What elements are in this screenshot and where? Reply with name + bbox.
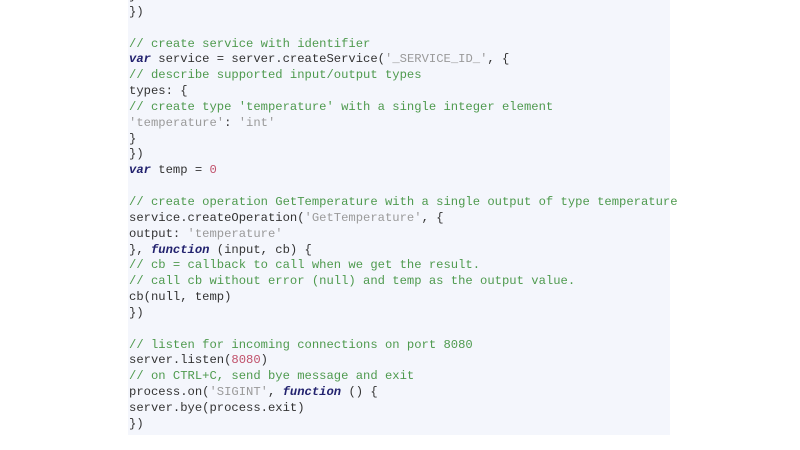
code-line: } <box>128 0 670 5</box>
code-token-plain: service.createOperation( <box>129 210 305 225</box>
code-token-plain: process.on( <box>129 385 210 400</box>
code-token-comment: // create type 'temperature' with a sing… <box>129 99 554 114</box>
code-token-string: '_SERVICE_ID_' <box>385 52 488 67</box>
code-line: server.listen(8080) <box>128 353 670 369</box>
code-token-comment: // on CTRL+C, send bye message and exit <box>129 369 415 384</box>
code-token-plain: } <box>129 131 137 146</box>
code-token-comment: // listen for incoming connections on po… <box>129 337 473 352</box>
code-line: types: { <box>128 84 670 100</box>
code-block: }})// create service with identifiervar … <box>128 0 678 435</box>
code-token-plain: temp = <box>150 163 210 178</box>
code-line: // create service with identifier <box>128 37 670 53</box>
code-line: process.on('SIGINT', function () { <box>128 385 670 401</box>
code-line: server.bye(process.exit) <box>128 401 670 417</box>
code-line: // describe supported input/output types <box>128 68 670 84</box>
code-token-comment: // cb = callback to call when we get the… <box>129 258 481 273</box>
code-token-plain: : <box>224 115 239 130</box>
code-token-plain: }) <box>129 416 144 431</box>
code-token-plain: ) <box>260 353 268 368</box>
code-line: var service = server.createService('_SER… <box>128 52 670 68</box>
code-line: }) <box>128 306 670 322</box>
code-line: service.createOperation('GetTemperature'… <box>128 211 670 227</box>
code-token-keyword: var <box>129 163 151 178</box>
code-line: } <box>128 132 670 148</box>
code-token-keyword: function <box>282 385 342 400</box>
code-token-plain: }) <box>129 305 144 320</box>
code-token-plain: }) <box>129 147 144 162</box>
code-token-plain: } <box>129 0 136 3</box>
code-token-keyword: var <box>129 52 151 67</box>
code-token-plain: , { <box>487 52 510 67</box>
code-line <box>128 322 670 338</box>
code-token-plain: }) <box>129 4 144 19</box>
code-token-string: 'temperature' <box>129 115 225 130</box>
code-line: // listen for incoming connections on po… <box>128 338 670 354</box>
code-line: }) <box>128 147 670 163</box>
code-token-number: 0 <box>209 163 217 178</box>
code-token-comment: // describe supported input/output types <box>129 68 422 83</box>
code-line: output: 'temperature' <box>128 227 670 243</box>
code-token-comment: // create operation GetTemperature with … <box>129 194 678 209</box>
code-token-comment: // call cb without error (null) and temp… <box>129 274 576 289</box>
code-token-plain: server.listen( <box>129 353 232 368</box>
code-token-comment: // create service with identifier <box>129 36 371 51</box>
code-line: 'temperature': 'int' <box>128 116 670 132</box>
code-line: var temp = 0 <box>128 163 670 179</box>
code-token-number: 8080 <box>231 353 261 368</box>
code-token-plain: (input, cb) { <box>209 242 312 257</box>
code-token-plain: , <box>267 385 283 400</box>
code-line: }) <box>128 5 670 21</box>
code-token-plain: () { <box>341 385 378 400</box>
code-token-plain: }, <box>129 242 151 257</box>
code-token-plain: types: { <box>129 84 188 99</box>
code-line: // cb = callback to call when we get the… <box>128 258 670 274</box>
code-line: cb(null, temp) <box>128 290 670 306</box>
code-token-string: 'int' <box>238 115 276 130</box>
code-line: }, function (input, cb) { <box>128 243 670 259</box>
code-line <box>128 21 670 37</box>
code-line: // call cb without error (null) and temp… <box>128 274 670 290</box>
code-line <box>128 179 670 195</box>
code-token-plain: cb(null, temp) <box>129 290 232 305</box>
code-token-plain: service = server.createService( <box>150 52 385 67</box>
code-line: // create operation GetTemperature with … <box>128 195 678 211</box>
code-line: }) <box>128 417 670 433</box>
code-token-string: 'SIGINT' <box>209 385 268 400</box>
code-token-plain: , { <box>421 210 444 225</box>
code-token-plain: server.bye(process.exit) <box>129 400 305 415</box>
code-line: // on CTRL+C, send bye message and exit <box>128 369 670 385</box>
code-token-plain: output: <box>129 226 188 241</box>
code-token-string: 'temperature' <box>187 226 283 241</box>
code-token-string: 'GetTemperature' <box>304 210 422 225</box>
code-line: // create type 'temperature' with a sing… <box>128 100 670 116</box>
code-token-keyword: function <box>150 242 210 257</box>
